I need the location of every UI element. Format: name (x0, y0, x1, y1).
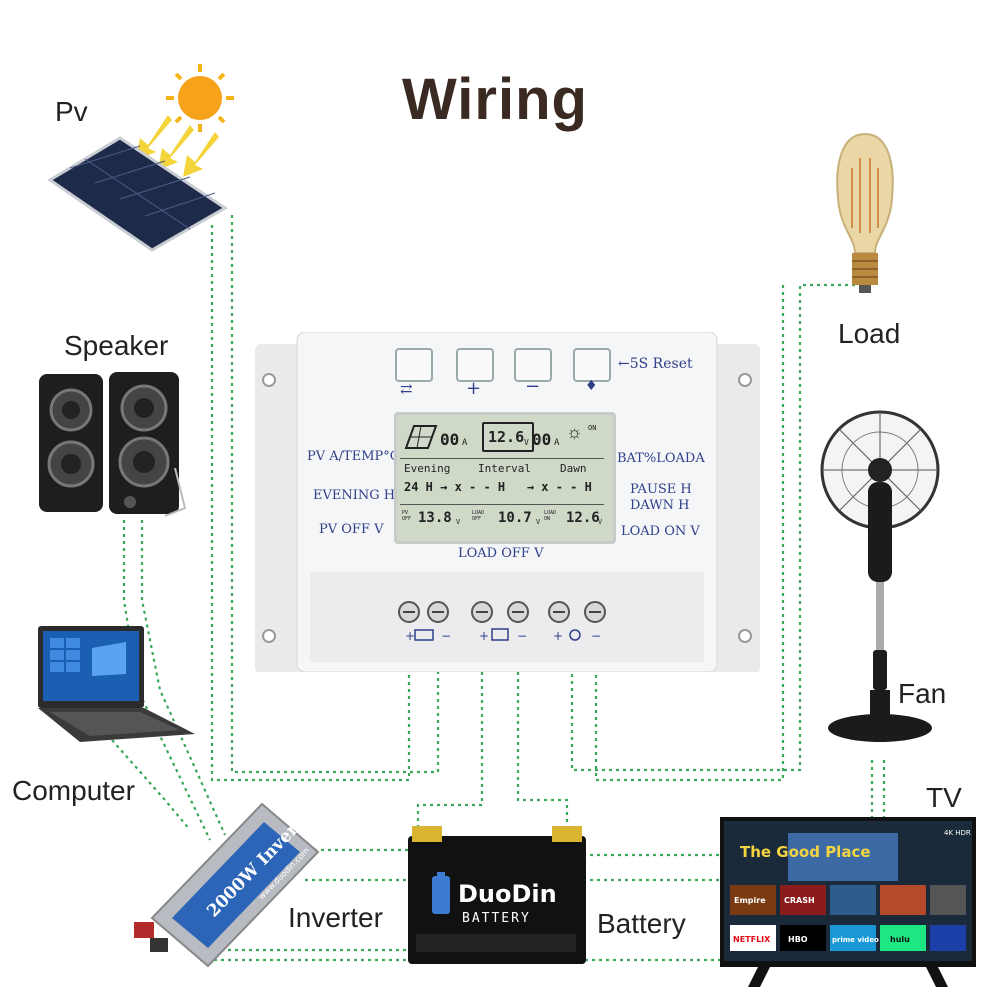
pause-label: PAUSE H (630, 482, 692, 497)
diagram-title: Wiring (402, 67, 588, 132)
load-button[interactable] (573, 348, 611, 382)
tv-tile-3: NETFLIX (733, 935, 771, 944)
battery-brand: DuoDin (458, 880, 557, 908)
lcd-load-off-label: LOAD OFF (472, 510, 485, 522)
fan-label: Fan (898, 678, 947, 709)
lcd-content: 00 A 12.6 V 00 A ☼ ON Evening Interval D… (400, 418, 604, 532)
swap-arrows-icon: ⇄ (400, 380, 413, 398)
minus-icon: − (525, 376, 541, 397)
lcd-pv-off-value: 13.8 (418, 510, 452, 526)
bulb-small-icon: ♦ (585, 378, 598, 394)
lcd-v3: V (598, 518, 603, 526)
lcd-load-current: 00 (532, 430, 552, 449)
lcd-load-on-value: 12.6 (566, 510, 600, 526)
lcd-v2: V (536, 518, 541, 526)
load-wire-positive (594, 285, 785, 782)
plus-icon: + (466, 378, 482, 399)
reset-label: ←5S Reset (618, 356, 693, 372)
lcd-interval: Interval (478, 462, 531, 475)
lcd-bulb-icon: ☼ (566, 422, 583, 442)
inverter-label: Inverter (288, 902, 383, 933)
lcd-battery-unit: V (524, 438, 529, 447)
svg-text:+: + (405, 629, 415, 643)
lcd-pv-unit: A (462, 438, 468, 448)
tv-tile-1: Empire (734, 896, 766, 905)
lcd-load-off-value: 10.7 (498, 510, 532, 526)
fan-icon (820, 410, 940, 742)
tv-tile-6: hulu (890, 935, 910, 944)
load-label: Load (838, 318, 901, 349)
lcd-v1: V (456, 518, 461, 526)
lcd-solar-icon (404, 425, 438, 449)
lcd-evening: Evening (404, 462, 451, 475)
sun-icon (166, 64, 234, 132)
tv-tile-5: prime video (832, 936, 879, 944)
speaker-label: Speaker (64, 330, 169, 361)
load-on-label: LOAD ON V (621, 524, 700, 539)
pv-wire-positive (210, 225, 411, 782)
svg-text:−: − (591, 629, 601, 643)
speaker-wire-a (122, 520, 211, 841)
tv-tile-4: HBO (788, 935, 808, 944)
tv-tile-2: CRASH (784, 896, 815, 905)
tv-icon: The Good Place 4K HDR Empire CRASH NETFL… (720, 817, 976, 987)
pv-wire-negative (230, 215, 440, 774)
lcd-pv-off-label: PV OFF (402, 510, 412, 522)
inverter-icon: 2000W Inverter www.duodin.com (134, 800, 322, 968)
lcd-timer-row: 24 H → x - - H → x - - H (404, 480, 592, 494)
lcd-load-unit: A (554, 438, 560, 448)
lcd-dawn: Dawn (560, 462, 587, 475)
battery-word: BATTERY (462, 911, 531, 926)
svg-text:−: − (441, 629, 451, 643)
battery-icon: DuoDin BATTERY (408, 826, 586, 964)
dawn-label: DAWN H (630, 498, 690, 513)
tv-label: TV (926, 782, 962, 813)
svg-text:+: + (479, 629, 489, 643)
computer-label: Computer (12, 775, 135, 806)
minus-button[interactable] (514, 348, 552, 382)
bulb-icon (836, 132, 894, 293)
laptop-icon (38, 626, 195, 742)
scroll-button[interactable] (395, 348, 433, 382)
pv-temp-label: PV A/TEMP°C (307, 449, 400, 464)
bat-load-label: BAT%LOADA (617, 451, 705, 466)
lcd-load-on-label: LOAD ON (544, 510, 557, 522)
load-off-label: LOAD OFF V (458, 546, 544, 561)
computer-wire (111, 739, 191, 831)
terminal-block: + − + − + − (398, 601, 606, 643)
speaker-icon (39, 372, 187, 517)
tv-badge: 4K HDR (944, 829, 971, 837)
lcd-display (394, 412, 616, 544)
pv-label: Pv (55, 96, 88, 127)
load-wire-negative (570, 283, 862, 772)
lcd-pv-current: 00 (440, 430, 460, 449)
pv-off-label: PV OFF V (319, 522, 384, 537)
svg-text:+: + (553, 629, 563, 643)
tv-show-title: The Good Place (740, 843, 871, 861)
battery-label: Battery (597, 908, 686, 939)
plus-button[interactable] (456, 348, 494, 382)
solar-panel-icon (47, 64, 234, 252)
battery-wire-negative (516, 630, 569, 830)
svg-text:−: − (517, 629, 527, 643)
lcd-on-text: ON (588, 424, 597, 432)
evening-label: EVENING H (313, 488, 396, 503)
lcd-battery-icon (482, 422, 534, 452)
lcd-battery-voltage: 12.6 (488, 428, 525, 446)
